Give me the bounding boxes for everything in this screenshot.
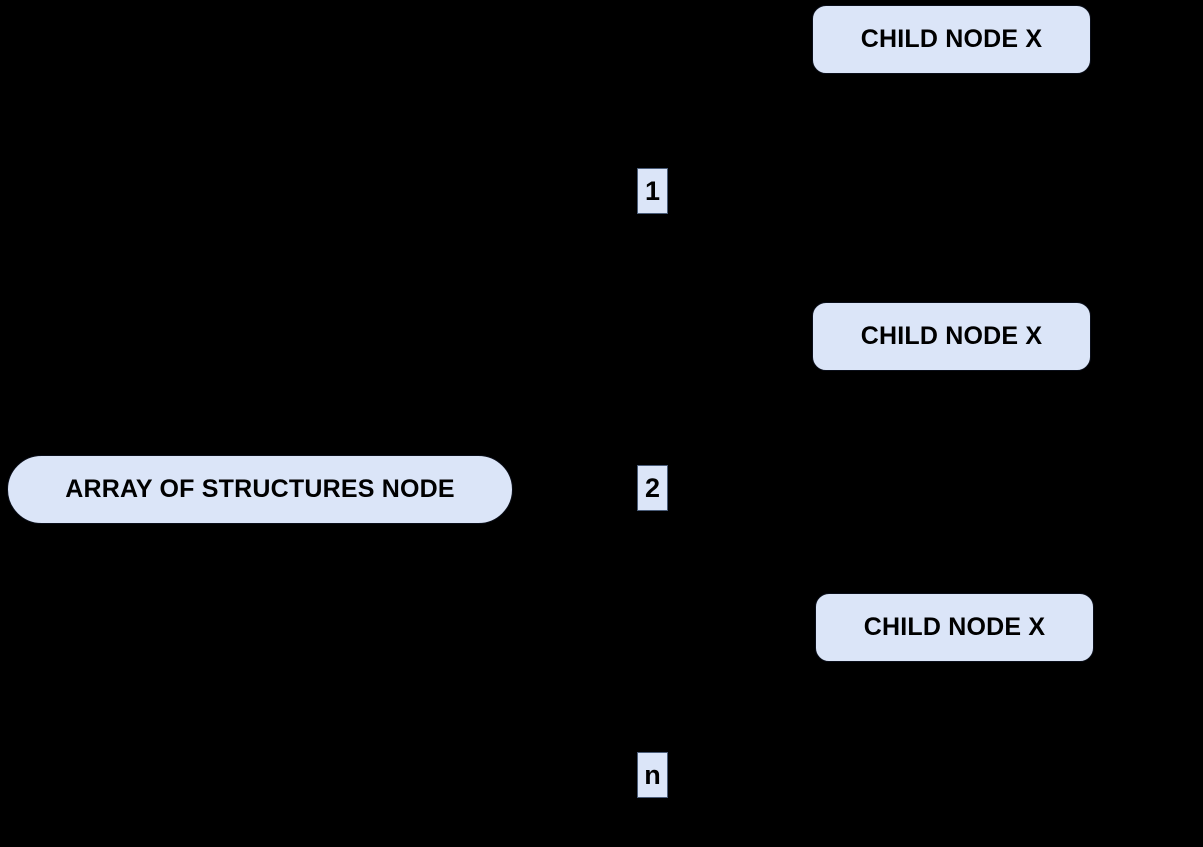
edge-label-index-1-text: 1 <box>644 175 661 206</box>
node-child-3[interactable]: CHILD NODE X <box>815 593 1094 662</box>
node-child-1[interactable]: CHILD NODE X <box>812 5 1091 74</box>
edge-label-index-n: n <box>637 752 668 798</box>
edge-root-to-child-1 <box>513 37 812 478</box>
node-array-of-structures-label: ARRAY OF STRUCTURES NODE <box>65 475 455 503</box>
node-child-3-label: CHILD NODE X <box>863 613 1046 641</box>
node-array-of-structures[interactable]: ARRAY OF STRUCTURES NODE <box>7 455 513 524</box>
node-child-1-label: CHILD NODE X <box>860 25 1043 53</box>
node-child-2[interactable]: CHILD NODE X <box>812 302 1091 371</box>
node-child-2-label: CHILD NODE X <box>860 322 1043 350</box>
edge-label-index-n-text: n <box>644 759 661 790</box>
edge-label-index-2: 2 <box>637 465 668 511</box>
edge-label-index-2-text: 2 <box>644 472 661 503</box>
edge-label-index-1: 1 <box>637 168 668 214</box>
